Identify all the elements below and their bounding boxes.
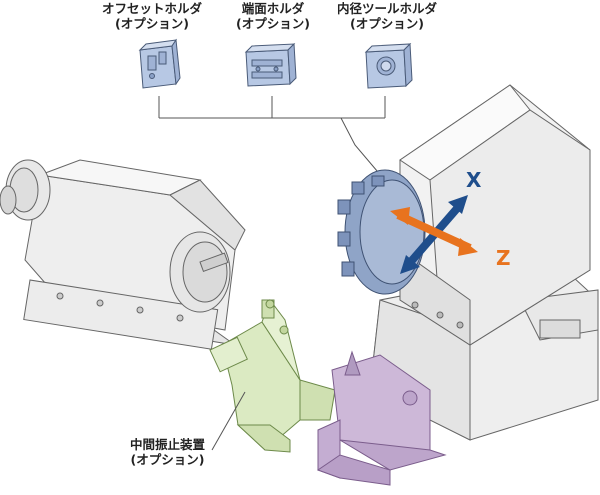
z-axis-arrow [390,207,478,256]
steady-rest-note: (オプション) [130,452,205,467]
offset-holder-name: オフセットホルダ [102,1,203,16]
holder-connector-lines [158,96,386,179]
offset-holder-image [138,38,181,89]
turret-head [399,84,591,346]
id-holder-image [364,42,413,89]
headstock [0,159,246,350]
face-holder-note: (オプション) [236,16,310,31]
steady-rest-label: 中間振止装置 (オプション) [130,437,205,467]
steady-rest-leader-line [211,391,246,451]
id-holder-note: (オプション) [350,16,424,31]
id-holder-label: 内径ツールホルダ (オプション) [337,1,437,31]
id-holder-name: 内径ツールホルダ [337,1,438,16]
face-holder-label: 端面ホルダ (オプション) [236,1,310,31]
offset-holder-note: (オプション) [115,16,189,31]
z-axis-label: Z [496,246,511,270]
steady-rest-image [209,298,336,453]
face-holder-image [244,42,297,87]
steady-rest-name: 中間振止装置 [130,437,206,452]
face-holder-name: 端面ホルダ [241,1,305,16]
turret-disc [337,169,426,295]
offset-holder-label: オフセットホルダ (オプション) [102,1,202,31]
tailstock-image [316,350,447,486]
x-axis-label: X [466,168,482,192]
